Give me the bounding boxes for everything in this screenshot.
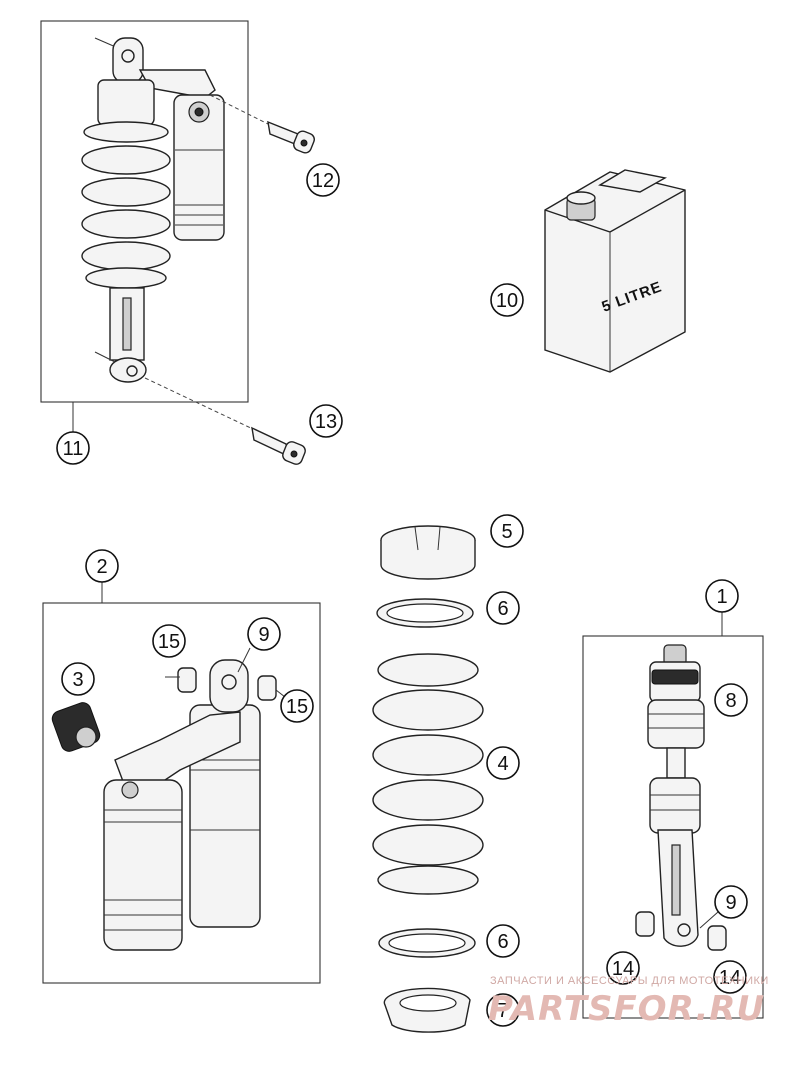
- watermark-brand: PARTSFOR.RU: [488, 989, 765, 1029]
- main-spring: [372, 653, 484, 895]
- svg-text:13: 13: [315, 411, 337, 433]
- svg-text:7: 7: [497, 1000, 508, 1022]
- svg-text:14: 14: [612, 958, 634, 980]
- bushing-15-right: [257, 675, 277, 701]
- bolt-12: [267, 120, 315, 154]
- spring-washer-top: [376, 598, 474, 628]
- svg-text:4: 4: [497, 753, 508, 775]
- spring-washer-bottom: [378, 928, 476, 958]
- spring-collar: [380, 525, 476, 580]
- complete-shock-absorber: [81, 37, 225, 383]
- callout-8: 8: [714, 683, 748, 717]
- callout-7: 7: [486, 993, 520, 1027]
- callout-12: 12: [306, 163, 340, 197]
- svg-text:6: 6: [497, 931, 508, 953]
- svg-text:10: 10: [496, 290, 518, 312]
- svg-text:9: 9: [725, 892, 736, 914]
- callout-15-right: 15: [280, 689, 314, 723]
- svg-text:5: 5: [501, 521, 512, 543]
- assembly-box-2: [42, 602, 321, 984]
- svg-text:8: 8: [725, 690, 736, 712]
- damper-unit: [647, 644, 705, 947]
- callout-13: 13: [309, 404, 343, 438]
- compression-adjuster: [51, 702, 101, 752]
- shock-body-assembly: [103, 659, 261, 951]
- callout-3: 3: [61, 662, 95, 696]
- svg-text:12: 12: [312, 170, 334, 192]
- callout-15-left: 15: [152, 624, 186, 658]
- svg-text:6: 6: [497, 598, 508, 620]
- callout-5: 5: [490, 514, 524, 548]
- svg-text:14: 14: [719, 967, 741, 989]
- callout-9-right: 9: [714, 885, 748, 919]
- svg-text:15: 15: [158, 631, 180, 653]
- spring-retainer: [383, 987, 471, 1033]
- svg-text:2: 2: [96, 556, 107, 578]
- bushing-14-left: [635, 911, 655, 937]
- callout-1: 1: [705, 579, 739, 613]
- svg-text:1: 1: [716, 586, 727, 608]
- callout-14-right: 14: [713, 960, 747, 994]
- callout-10: 10: [490, 283, 524, 317]
- callout-6-top: 6: [486, 591, 520, 625]
- bushing-15-left: [177, 667, 197, 693]
- callout-4: 4: [486, 746, 520, 780]
- callout-6-bottom: 6: [486, 924, 520, 958]
- bolt-13-leader: [144, 377, 256, 431]
- callout-11: 11: [56, 431, 90, 465]
- watermark: ЗАПЧАСТИ И АКСЕССУАРЫ ДЛЯ МОТОТЕХНИКИ PA…: [488, 975, 769, 1029]
- assembly-box-11: [40, 20, 249, 403]
- svg-text:11: 11: [63, 438, 84, 460]
- assembly-box-1: [582, 635, 764, 1019]
- callout-9-left: 9: [247, 617, 281, 651]
- svg-text:3: 3: [72, 669, 83, 691]
- watermark-tagline: ЗАПЧАСТИ И АКСЕССУАРЫ ДЛЯ МОТОТЕХНИКИ: [490, 975, 769, 987]
- svg-text:15: 15: [286, 696, 308, 718]
- svg-text:9: 9: [258, 624, 269, 646]
- callout-14-left: 14: [606, 951, 640, 985]
- bushing-14-right: [707, 925, 727, 951]
- oil-can: 5 LITRE: [544, 169, 686, 373]
- bolt-13: [251, 426, 306, 465]
- callout-2: 2: [85, 549, 119, 583]
